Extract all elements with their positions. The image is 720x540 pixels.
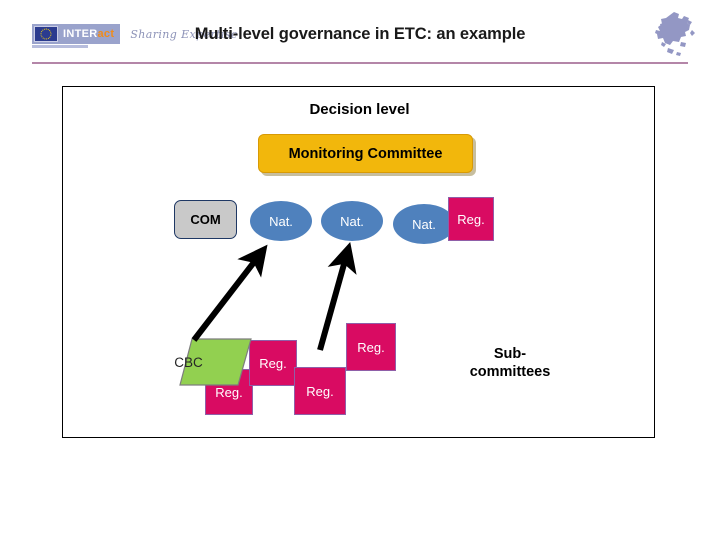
logo-name-primary: INTER	[63, 28, 98, 40]
logo-underline	[32, 45, 88, 48]
eu-flag-icon	[34, 26, 58, 42]
subcommittee-regional-node-2[interactable]: Reg.	[294, 367, 346, 415]
arrow-subcommittee-to-national	[317, 241, 357, 351]
cbc-regional-node-1[interactable]: Reg.	[249, 340, 297, 386]
interact-logo: INTER act Sharing Expertise	[32, 24, 238, 44]
decision-node-national-3[interactable]: Nat.	[393, 204, 455, 244]
decision-node-national-1[interactable]: Nat.	[250, 201, 312, 241]
slide-header: INTER act Sharing Expertise Multi-level …	[0, 0, 720, 68]
cbc-node-label: CBC	[174, 354, 203, 370]
cbc-node[interactable]: CBC	[118, 337, 253, 387]
decision-level-label: Decision level	[309, 101, 410, 118]
decision-node-com[interactable]: COM	[174, 200, 237, 239]
logo-box: INTER act	[32, 24, 121, 44]
subcommittees-label-line1: Sub-	[493, 346, 527, 362]
page-title: Multi-level governance in ETC: an exampl…	[194, 25, 526, 43]
header-divider	[32, 62, 688, 64]
decision-node-national-2[interactable]: Nat.	[321, 201, 383, 241]
logo-name-accent: act	[97, 28, 115, 40]
decision-node-regional[interactable]: Reg.	[448, 197, 494, 241]
arrow-cbc-to-national	[191, 244, 268, 342]
subcommittee-regional-node-1[interactable]: Reg.	[346, 323, 396, 371]
diagram-frame: Decision level Monitoring Committee COM …	[62, 86, 655, 438]
europe-map-icon	[655, 12, 695, 56]
subcommittees-label: Sub- committees	[435, 345, 585, 381]
monitoring-committee-node[interactable]: Monitoring Committee	[258, 134, 473, 173]
logo-tagline: Sharing Expertise	[130, 27, 238, 41]
subcommittees-label-line2: committees	[469, 364, 551, 381]
